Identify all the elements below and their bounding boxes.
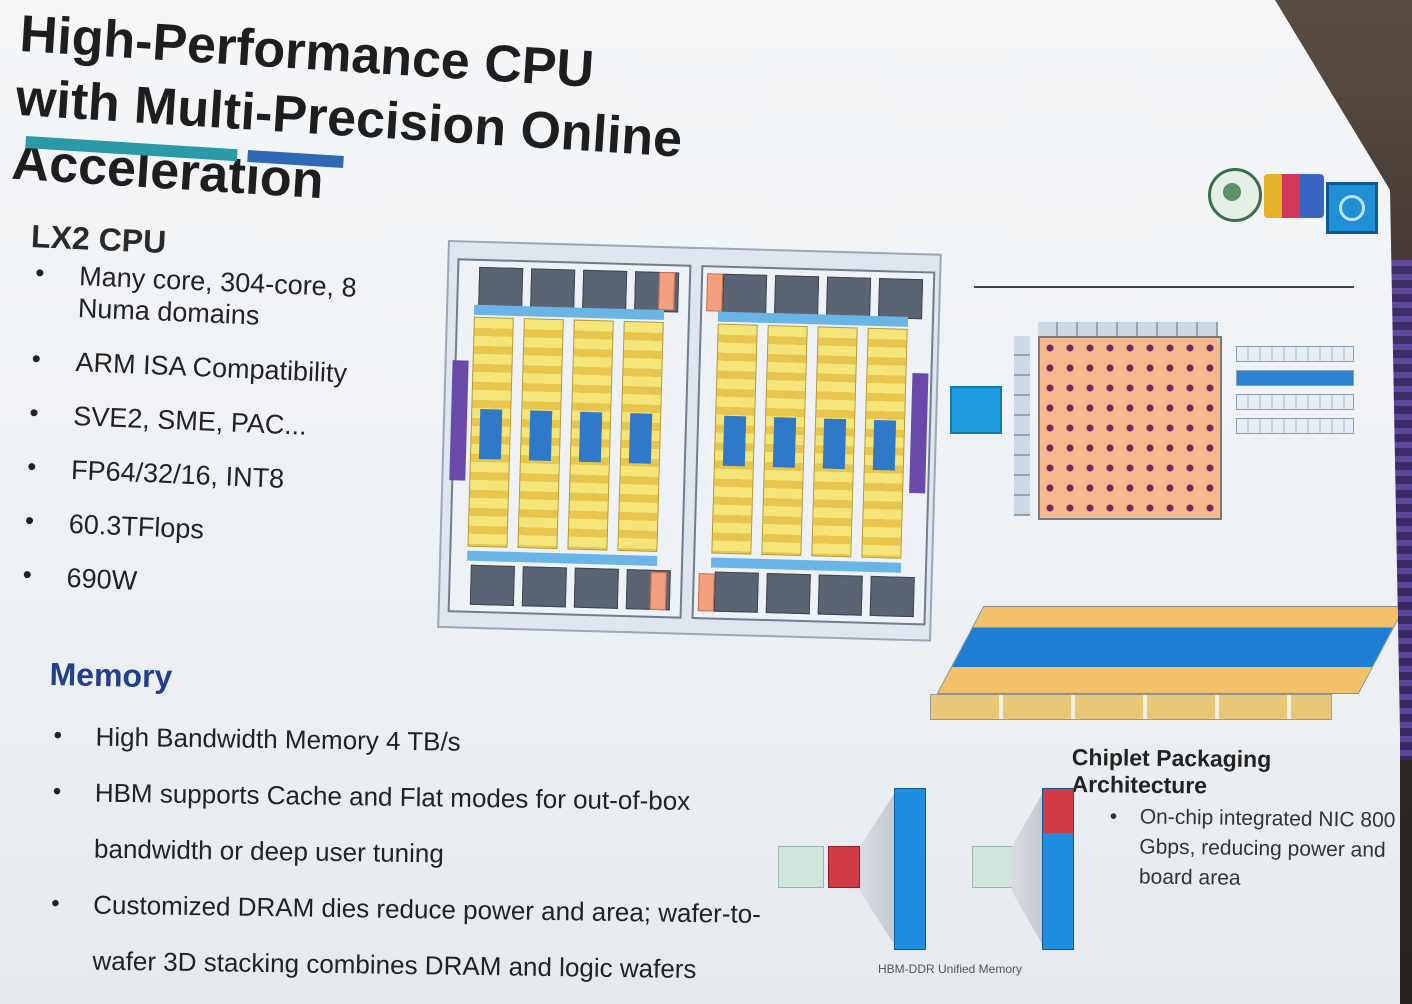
ddr-stack	[894, 788, 926, 950]
l2-cache-block	[950, 386, 1002, 434]
logo-group	[1208, 164, 1378, 244]
hbm-ddr-diagram: HBM-DDR Unified Memory	[778, 784, 1078, 984]
list-item: SVE2, SME, PAC...	[23, 398, 424, 447]
interconnect-bar	[710, 557, 902, 573]
core-columns	[711, 323, 908, 559]
memory-heading: Memory	[49, 656, 173, 695]
memory-tiles-bottom	[713, 571, 915, 618]
hbm-ddr-caption: HBM-DDR Unified Memory	[878, 962, 1023, 976]
list-item: High Bandwidth Memory 4 TB/s	[49, 708, 770, 774]
lx2-cpu-list: Many core, 304-core, 8 Numa domains ARM …	[15, 258, 430, 630]
vector-register-column	[1014, 336, 1030, 516]
memory-tiles-bottom	[469, 564, 671, 611]
core-block	[972, 846, 1014, 888]
core-columns	[467, 316, 664, 552]
pcie-block	[449, 360, 469, 481]
lx2-cpu-heading: LX2 CPU	[30, 218, 168, 261]
blue-square-logo	[1326, 182, 1378, 234]
unified-memory-stack	[1042, 788, 1074, 950]
io-block	[658, 271, 676, 311]
slide-title: High-Performance CPU with Multi-Precisio…	[10, 2, 960, 253]
list-item: ARM ISA Compatibility	[25, 344, 426, 393]
io-block	[697, 573, 715, 612]
chiplet-base-row	[930, 694, 1332, 720]
sme-sve-engine-diagram	[950, 286, 1370, 576]
list-item: FP64/32/16, INT8	[21, 452, 422, 501]
core-block	[778, 846, 824, 888]
chiplet-packaging-diagram	[930, 606, 1400, 724]
university-seal-logo	[1208, 168, 1262, 222]
list-item: Customized DRAM dies reduce power and ar…	[46, 876, 767, 998]
connection-line	[974, 286, 1354, 288]
list-item: HBM supports Cache and Flat modes for ou…	[48, 764, 769, 886]
memory-list: High Bandwidth Memory 4 TB/s HBM support…	[46, 708, 770, 998]
vector-register-row	[1038, 322, 1218, 336]
pcie-block	[909, 373, 929, 494]
die-half-left	[447, 258, 692, 619]
io-block	[649, 571, 667, 611]
list-item: Many core, 304-core, 8 Numa domains	[27, 258, 429, 339]
interconnect-bar	[467, 550, 658, 566]
hbm-block	[828, 846, 860, 888]
die-half-right	[691, 265, 936, 626]
memory-funnel	[860, 794, 894, 944]
list-item: 60.3TFlops	[18, 506, 419, 555]
memory-funnel	[1012, 794, 1042, 944]
sme-engine-matrix	[1038, 336, 1222, 520]
sve-engine-block	[1236, 346, 1354, 446]
interposer-top	[936, 606, 1400, 694]
io-block	[706, 273, 724, 312]
cpu-die-floorplan	[437, 240, 942, 642]
list-item: 690W	[16, 560, 417, 609]
chiplet-packaging-caption: Chiplet Packaging Architecture	[1071, 744, 1272, 799]
nic-bullet: On-chip integrated NIC 800 Gbps, reducin…	[1109, 802, 1400, 896]
colorful-brand-logo	[1264, 174, 1324, 218]
